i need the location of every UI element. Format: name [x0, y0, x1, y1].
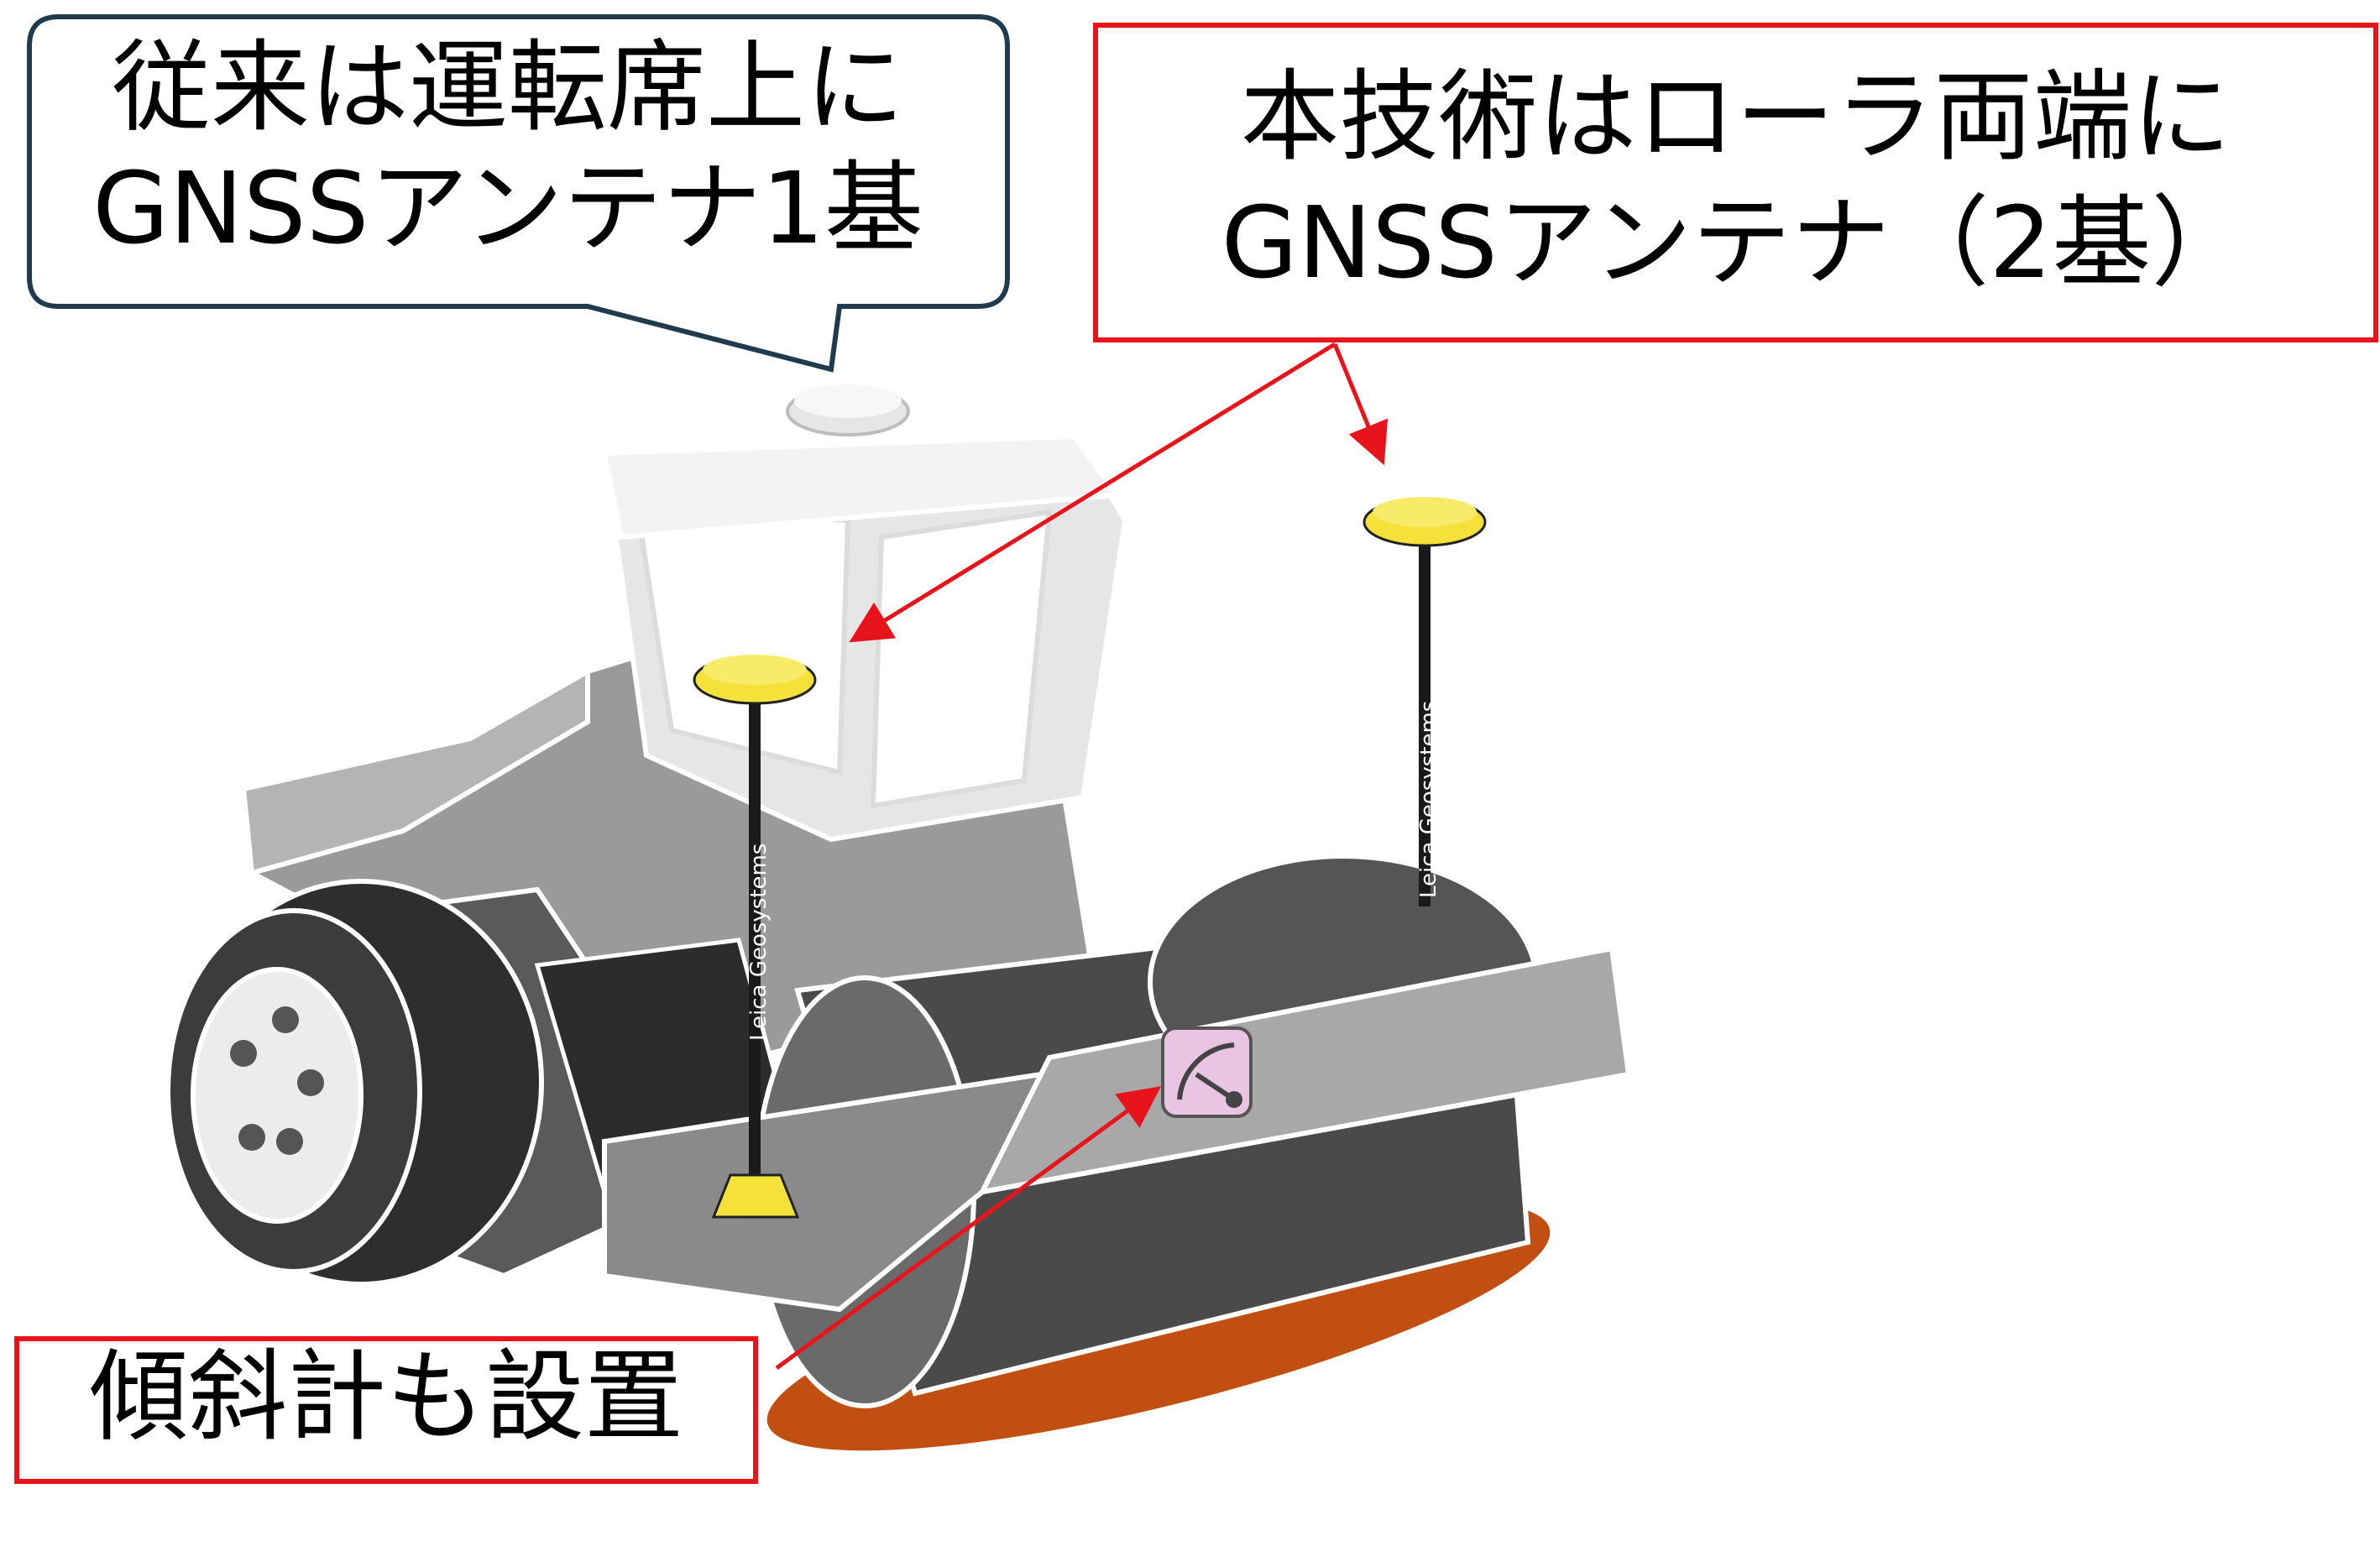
right-gnss-antenna [1363, 497, 1487, 906]
callout-conventional-line1: 従来は運転席上に [111, 29, 904, 145]
callout-inclinometer-text: 傾斜計も設置 [88, 1339, 683, 1455]
left-gnss-antenna [693, 655, 817, 1219]
arrow-to-right-antenna [1332, 343, 1389, 466]
left-antenna-brand: Leica Geosystems [746, 844, 772, 1041]
callout-conventional-text: 従来は運転席上に GNSSアンテナ1基 [25, 29, 991, 275]
right-antenna-brand: Leica Geosystems [1416, 701, 1441, 898]
drum-frame [602, 945, 1633, 1313]
callout-conventional-line2: GNSSアンテナ1基 [92, 149, 923, 266]
callout-conventional-bubble [27, 14, 1010, 373]
arrow-to-left-antenna [849, 342, 1336, 643]
rear-wheel [165, 879, 544, 1287]
callout-inclinometer-box [14, 1336, 758, 1484]
callout-technique-line1: 本技術はローラ両端に [1240, 59, 2231, 175]
inclinometer-icon [1161, 1026, 1253, 1118]
cab-gnss-antenna [786, 384, 910, 436]
callout-technique-box [1093, 23, 2378, 342]
callout-technique-text: 本技術はローラ両端に GNSSアンテナ（2基） [1104, 59, 2367, 315]
arrow-to-inclinometer [775, 1086, 1162, 1371]
callout-technique-line2: GNSSアンテナ（2基） [1221, 184, 2251, 300]
